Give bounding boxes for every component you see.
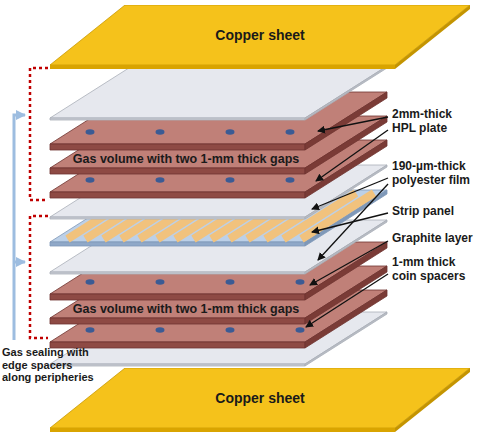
film-edge: [50, 272, 305, 274]
coin-spacer: [286, 129, 295, 135]
coin-spacer: [156, 327, 165, 333]
coin-spacer: [156, 177, 165, 183]
copper-sheet: Copper sheet: [50, 5, 470, 69]
leader-lines: [306, 117, 388, 327]
part-label: Strip panel: [392, 205, 492, 219]
sheet-label: Copper sheet: [215, 390, 304, 406]
plate-edge: [50, 318, 305, 324]
coin-spacers: [86, 177, 295, 183]
sheet-label: Copper sheet: [215, 27, 304, 43]
panel-edge: [50, 242, 305, 246]
leader-arrow: [312, 213, 388, 232]
coin-spacer: [156, 129, 165, 135]
sheet-edge: [395, 5, 470, 69]
coin-spacer: [86, 177, 95, 183]
film-edge: [50, 217, 305, 219]
plate-edge: [50, 294, 305, 300]
leader-arrow: [312, 178, 388, 209]
plate-edge: [50, 144, 305, 150]
gap-label: Gas volume with two 1-mm thick gaps: [58, 152, 314, 166]
dotted-bracket: [30, 216, 48, 338]
coin-spacer: [156, 279, 165, 285]
polyester-film: [50, 66, 387, 120]
sheet-text-holder: Copper sheet: [50, 368, 470, 428]
coin-spacer: [226, 327, 235, 333]
part-label: Graphite layer: [392, 232, 492, 246]
coin-spacer: [226, 129, 235, 135]
coin-spacer: [226, 177, 235, 183]
leader-arrow: [310, 241, 388, 285]
plate-edge: [50, 168, 305, 174]
part-label: 2mm-thick HPL plate: [392, 108, 472, 136]
plate-edge: [50, 192, 305, 198]
coin-spacer: [296, 327, 305, 333]
coin-spacer: [86, 129, 95, 135]
coin-spacers: [86, 279, 305, 285]
leader-arrow: [318, 117, 388, 131]
leader-arrow: [306, 274, 388, 327]
coin-spacers: [86, 129, 295, 135]
leader-arrow: [316, 130, 388, 181]
gap-label: Gas volume with two 1-mm thick gaps: [58, 302, 314, 316]
film-face: [50, 66, 387, 118]
coin-spacer: [286, 177, 295, 183]
gas-arrow: [14, 115, 25, 340]
part-label: Gas sealing with edge spacers along peri…: [2, 346, 100, 384]
sheet-edge: [50, 428, 395, 432]
film-edge: [50, 364, 305, 366]
sheet-edge: [395, 368, 470, 432]
coin-spacer: [86, 327, 95, 333]
part-label: 190-µm-thick polyester film: [392, 160, 488, 188]
coin-spacers: [86, 327, 305, 333]
part-label: 1-mm thick coin spacers: [392, 256, 480, 284]
coin-spacer: [226, 279, 235, 285]
coin-spacer: [296, 279, 305, 285]
film-edge: [50, 118, 305, 120]
dotted-bracket: [30, 68, 48, 200]
copper-sheet: Copper sheet: [50, 368, 470, 432]
coin-spacer: [86, 279, 95, 285]
film-edge: [305, 66, 387, 120]
sheet-text-holder: Copper sheet: [50, 5, 470, 65]
sheet-edge: [50, 65, 395, 69]
gas-arrow: [14, 261, 25, 264]
